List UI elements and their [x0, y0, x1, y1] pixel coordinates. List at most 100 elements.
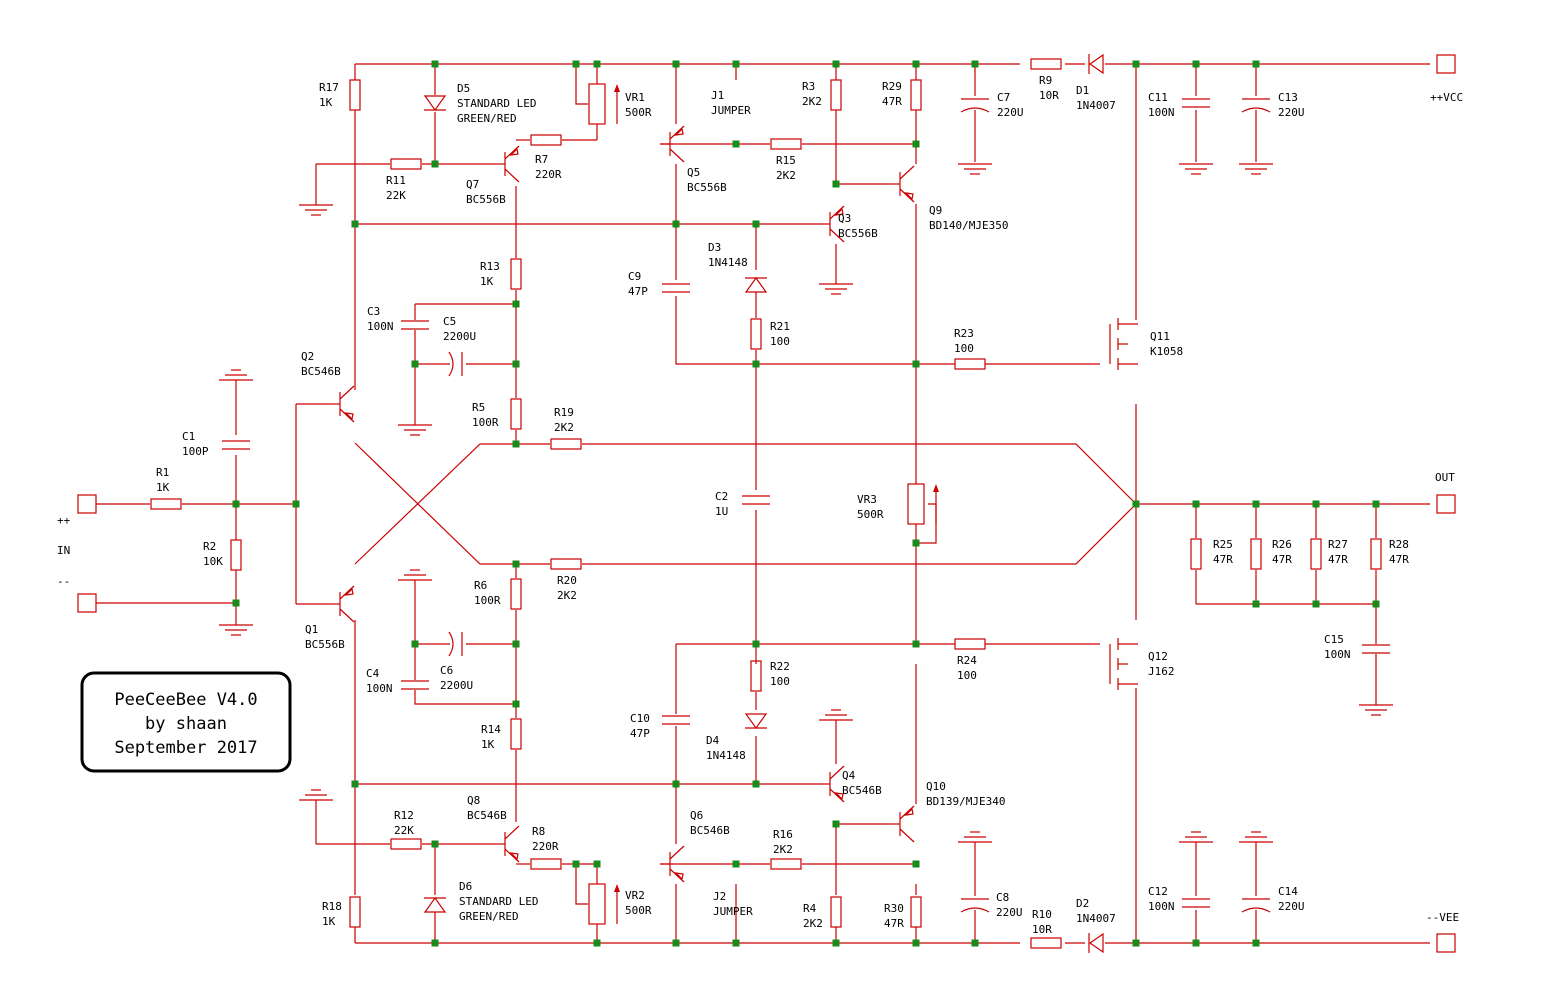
c5-capacitor — [448, 351, 463, 377]
label-q10-ref: Q10 — [926, 780, 946, 793]
label-q6-value: BC546B — [690, 824, 730, 837]
r17-resistor — [349, 79, 361, 111]
wire — [575, 864, 588, 905]
ground-symbol — [1179, 831, 1213, 843]
r9-resistor — [1030, 58, 1062, 70]
junction-dot — [912, 939, 920, 947]
vcc-port — [1436, 54, 1456, 74]
label-c9-ref: C9 — [628, 270, 641, 283]
junction-dot — [512, 700, 520, 708]
label-r22-ref: R22 — [770, 660, 790, 673]
junction-dot — [672, 60, 680, 68]
junction-dot — [912, 360, 920, 368]
label-d5-value: GREEN/RED — [457, 112, 517, 125]
r14-resistor — [510, 718, 522, 750]
label-d6-value: STANDARD LED — [459, 895, 538, 908]
r26-resistor — [1250, 538, 1262, 570]
junction-dot — [1192, 939, 1200, 947]
label-q8-value: BC546B — [467, 809, 507, 822]
r5-resistor — [510, 398, 522, 430]
wire — [675, 296, 955, 365]
label-d6-value: GREEN/RED — [459, 910, 519, 923]
label-r12-value: 22K — [394, 824, 414, 837]
label-q11-ref: Q11 — [1150, 330, 1170, 343]
label-c15-ref: C15 — [1324, 633, 1344, 646]
label-r2-ref: R2 — [203, 540, 216, 553]
r16-resistor — [770, 858, 802, 870]
label-r22-value: 100 — [770, 675, 790, 688]
ground-symbol — [299, 204, 333, 216]
d5-led — [423, 95, 447, 112]
title-block: PeeCeeBee V4.0 by shaan September 2017 — [80, 671, 292, 773]
label-d4-value: 1N4148 — [706, 749, 746, 762]
label-q10-value: BD139/MJE340 — [926, 795, 1005, 808]
junction-dot — [292, 500, 300, 508]
c3-capacitor — [401, 320, 429, 330]
r6-resistor — [510, 578, 522, 610]
label-r17-ref: R17 — [319, 81, 339, 94]
c8-capacitor — [960, 898, 990, 913]
label-q3-value: BC556B — [838, 227, 878, 240]
junction-dot — [1372, 500, 1380, 508]
r2-resistor — [230, 539, 242, 571]
junction-dot — [752, 640, 760, 648]
label-q9-ref: Q9 — [929, 204, 942, 217]
label-c9-value: 47P — [628, 285, 648, 298]
r10-resistor — [1030, 937, 1062, 949]
label-q9-value: BD140/MJE350 — [929, 219, 1008, 232]
c2-capacitor — [742, 495, 770, 505]
title-line-2: by shaan — [145, 714, 227, 734]
junction-dot — [971, 939, 979, 947]
ground-symbol — [819, 709, 853, 721]
label-r24-ref: R24 — [957, 654, 977, 667]
components — [77, 53, 1456, 954]
label-r15-value: 2K2 — [776, 169, 796, 182]
label-r2-value: 10K — [203, 555, 223, 568]
label-q12-value: J162 — [1148, 665, 1175, 678]
label-r14-value: 1K — [481, 738, 495, 751]
junction-dot — [912, 60, 920, 68]
ground-symbol — [1239, 163, 1273, 175]
wire — [354, 443, 550, 565]
junction-dot — [411, 640, 419, 648]
d6-led — [423, 896, 447, 913]
label-j2-value: JUMPER — [713, 905, 753, 918]
ground-symbol — [299, 789, 333, 801]
c9-capacitor — [662, 283, 690, 293]
label-d2-value: 1N4007 — [1076, 912, 1116, 925]
label-r4-ref: R4 — [803, 902, 817, 915]
label-r27-ref: R27 — [1328, 538, 1348, 551]
title-line-1: PeeCeeBee V4.0 — [114, 690, 257, 710]
junction-dot — [832, 60, 840, 68]
label-r6-value: 100R — [474, 594, 501, 607]
label-r1-value: 1K — [156, 481, 170, 494]
junction-dot — [832, 820, 840, 828]
label-r11-value: 22K — [386, 189, 406, 202]
label-c11-value: 100N — [1148, 106, 1175, 119]
label-r17-value: 1K — [319, 96, 333, 109]
q5-transistor — [660, 125, 685, 163]
junction-dot — [912, 140, 920, 148]
r13-resistor — [510, 258, 522, 290]
ground-symbol — [219, 369, 253, 381]
label-r7-value: 220R — [535, 168, 562, 181]
junction-dot — [732, 60, 740, 68]
c11-capacitor — [1182, 98, 1210, 108]
junction-dot — [232, 500, 240, 508]
junction-dot — [1312, 500, 1320, 508]
label-r28-value: 47R — [1389, 553, 1409, 566]
junction-dot — [431, 939, 439, 947]
label-r7-ref: R7 — [535, 153, 548, 166]
junction-dot — [1252, 600, 1260, 608]
d2-diode — [1088, 932, 1104, 954]
label-r25-ref: R25 — [1213, 538, 1233, 551]
q7-transistor — [495, 145, 520, 183]
in-plus-port — [77, 494, 97, 514]
label-c5-value: 2200U — [443, 330, 476, 343]
junction-dot — [1192, 60, 1200, 68]
q10-transistor — [890, 805, 915, 843]
junction-dot — [593, 939, 601, 947]
label-c13-value: 220U — [1278, 106, 1305, 119]
junction-dot — [1132, 500, 1140, 508]
